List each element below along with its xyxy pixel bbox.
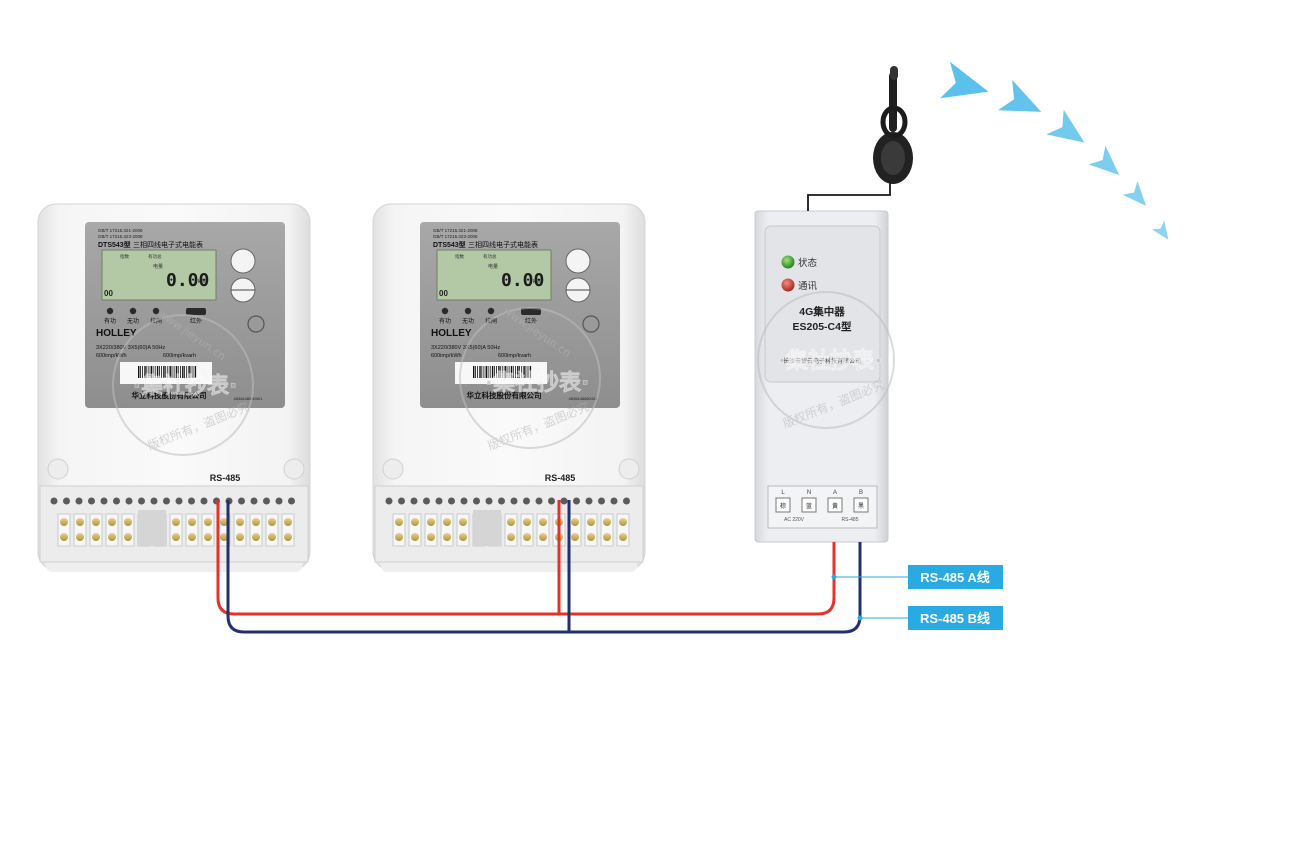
- ir-port: [521, 308, 541, 315]
- status-led-icon: [781, 255, 795, 269]
- terminal-letter: B: [859, 490, 863, 496]
- led-indicator: [464, 307, 472, 315]
- led-indicator: [441, 307, 449, 315]
- reflector-button: [565, 248, 591, 274]
- concentrator-title: 4G集中器: [799, 305, 845, 318]
- led-label: 无功: [127, 317, 139, 325]
- signal-wave-arrow: [1122, 181, 1147, 206]
- lcd-value: 0.00: [501, 270, 544, 291]
- signal-wave-arrow: [997, 79, 1042, 112]
- lcd-bottom-left: 00: [439, 289, 448, 298]
- terminal-letter: N: [807, 490, 811, 496]
- lcd-center-label: 有功总: [148, 253, 162, 260]
- led-label: 拉闸: [485, 317, 497, 325]
- comm-label: 通讯: [798, 281, 818, 292]
- terminal-slot: [801, 497, 817, 513]
- lcd-center-label: 有功总: [483, 253, 497, 260]
- reflector-button: [230, 248, 256, 274]
- ir-label: 红外: [190, 317, 202, 325]
- lcd-value: 0.00: [166, 270, 209, 291]
- led-label: 无功: [462, 317, 474, 325]
- spec-line-2-right: 600imp/kvarh: [498, 353, 531, 359]
- rs485-terminal-label: RS-485: [210, 473, 241, 483]
- concentrator-model: ES205-C4型: [793, 320, 852, 333]
- standard-line-1: GB/T 17215.321-2008: [98, 228, 143, 233]
- led-indicator: [129, 307, 137, 315]
- brand-logo: HOLLEY: [96, 328, 137, 339]
- rs485-terminal-label: RS-485: [545, 473, 576, 483]
- svg-text:RS-485 B线: RS-485 B线: [920, 611, 990, 626]
- signal-wave-arrow: [1151, 220, 1169, 240]
- led-indicator: [152, 307, 160, 315]
- terminal-tag: 蓝: [806, 502, 812, 510]
- standard-line-2: GB/T 17215.323-2008: [433, 234, 478, 239]
- concentrator-terminal-block: L棕 N蓝 A黄 B 黑: [775, 490, 869, 513]
- lcd-unit: kWh: [533, 279, 543, 285]
- lcd-quantity-label: 电量: [488, 263, 498, 270]
- terminal-letter: L: [781, 490, 785, 496]
- power-label: AC 220V: [784, 517, 805, 523]
- lcd-bottom-left: 00: [104, 289, 113, 298]
- concentrator-device: 状态 通讯 4G集中器 ES205-C4型 长沙市捷云电子科技有限公司 L棕 N蓝…: [754, 210, 889, 543]
- brand-logo: HOLLEY: [431, 328, 472, 339]
- spec-line-2-left: 600imp/kWh: [96, 353, 127, 359]
- wire-a-line: [216, 500, 836, 616]
- terminal-letter: A: [833, 490, 837, 496]
- rs485-wiring: [216, 500, 908, 634]
- lcd-display: [436, 249, 552, 301]
- led-indicator: [106, 307, 114, 315]
- terminal-tag: 棕: [780, 502, 786, 510]
- antenna-icon: [807, 66, 913, 211]
- spec-line-1: 3X220/380V 3X5(60)A 50Hz: [96, 345, 165, 351]
- svg-text:·集社抄表·: ·集社抄表·: [778, 348, 883, 374]
- wire-b-line: [226, 500, 862, 634]
- ir-label: 红外: [525, 317, 537, 325]
- lcd-left-label: 指数: [455, 253, 464, 260]
- manufacturer: 华立科技股份有限公司: [467, 390, 542, 400]
- callout-rs485-a: RS-485 A线: [908, 565, 1003, 589]
- svg-text:·集社抄表·: ·集社抄表·: [133, 373, 238, 399]
- lcd-display: [101, 249, 217, 301]
- terminal-slot: [827, 497, 843, 513]
- signal-wave-arrow: [1088, 145, 1120, 176]
- meter-product-name: 三相四线电子式电能表: [468, 240, 538, 249]
- manufacturer: 华立科技股份有限公司: [132, 390, 207, 400]
- standard-line-1: GB/T 17215.321-2008: [433, 228, 478, 233]
- svg-text:·集社抄表·: ·集社抄表·: [485, 370, 590, 396]
- rs485-label-conc: RS-485: [842, 517, 859, 523]
- serial-number: 4836448860401: [569, 396, 599, 401]
- meter-product-name: 三相四线电子式电能表: [133, 240, 203, 249]
- lcd-left-label: 指数: [120, 253, 129, 260]
- led-label: 有功: [439, 317, 451, 325]
- terminal-slot: [853, 497, 869, 513]
- spec-line-2-left: 600imp/kWh: [431, 353, 462, 359]
- svg-text:RS-485 A线: RS-485 A线: [920, 570, 990, 585]
- callout-rs485-b: RS-485 B线: [908, 606, 1003, 630]
- status-label: 状态: [798, 257, 818, 269]
- serial-number: 4836448860401: [234, 396, 264, 401]
- signal-wave-icon: [940, 61, 1169, 240]
- terminal-tag: 黄: [832, 502, 838, 510]
- meter-model: DTS543型: [98, 240, 131, 249]
- led-indicator: [487, 307, 495, 315]
- terminal-tag: 黑: [858, 503, 864, 510]
- spec-line-2-right: 600imp/kvarh: [163, 353, 196, 359]
- standard-line-2: GB/T 17215.323-2008: [98, 234, 143, 239]
- comm-led-icon: [781, 278, 795, 292]
- lcd-quantity-label: 电量: [153, 263, 163, 270]
- terminal-slot: [775, 497, 791, 513]
- signal-wave-arrow: [940, 61, 989, 99]
- meter-model: DTS543型: [433, 240, 466, 249]
- ir-port: [186, 308, 206, 315]
- signal-wave-arrow: [1046, 109, 1085, 143]
- led-label: 有功: [104, 317, 116, 325]
- concentrator-company: 长沙市捷云电子科技有限公司: [783, 357, 861, 365]
- lcd-unit: kWh: [198, 279, 208, 285]
